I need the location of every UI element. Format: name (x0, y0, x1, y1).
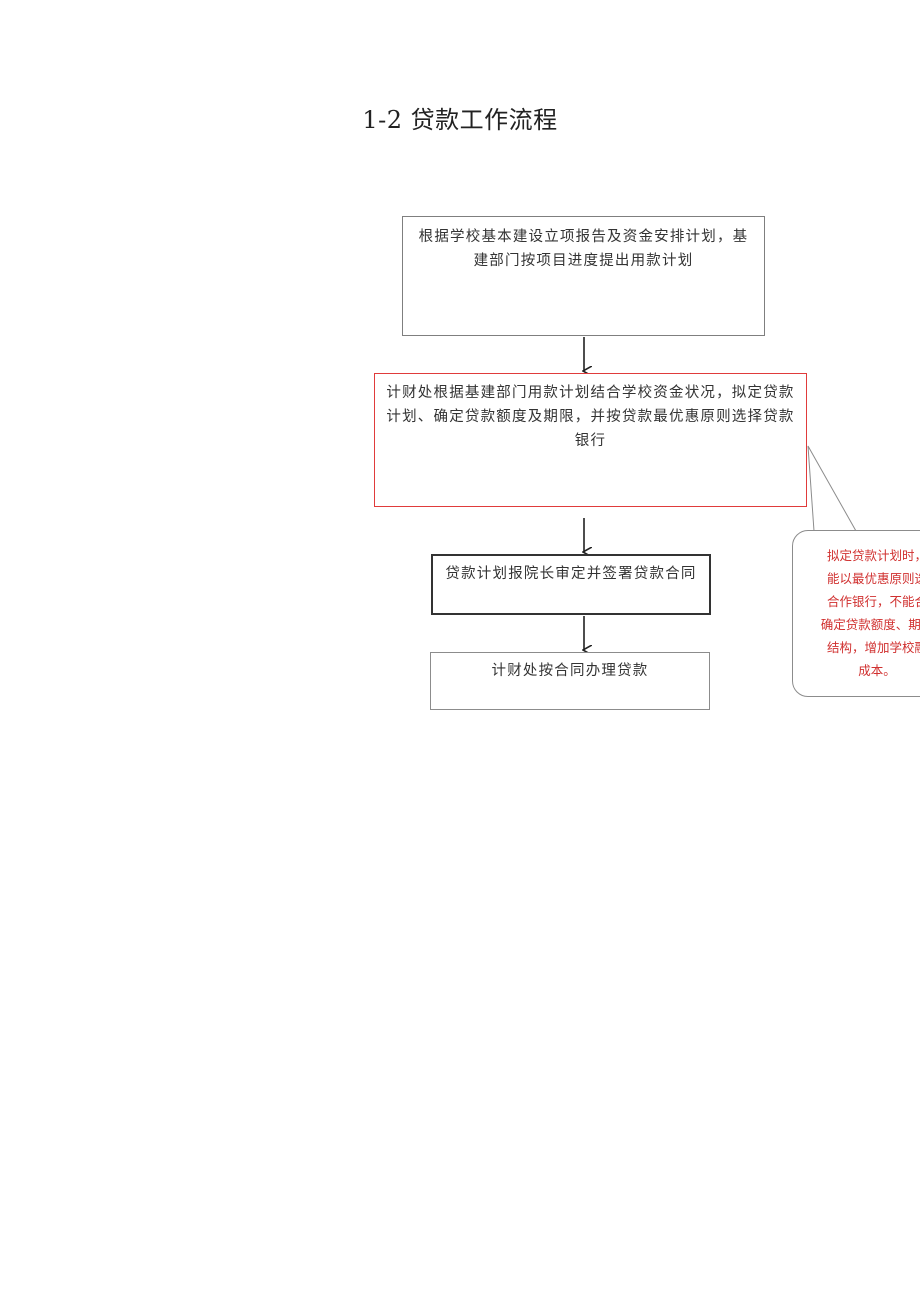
flow-step-1: 根据学校基本建设立项报告及资金安排计划，基建部门按项目进度提出用款计划 (402, 216, 765, 336)
flow-step-1-text: 根据学校基本建设立项报告及资金安排计划，基建部门按项目进度提出用款计划 (418, 229, 749, 269)
callout-line: 能以最优惠原则选 (826, 571, 920, 586)
flow-step-2: 计财处根据基建部门用款计划结合学校资金状况，拟定贷款计划、确定贷款额度及期限，并… (374, 373, 807, 507)
flow-step-3: 贷款计划报院长审定并签署贷款合同 (431, 554, 711, 615)
callout-line: 成本。 (858, 663, 896, 678)
flow-step-4: 计财处按合同办理贷款 (430, 652, 710, 710)
callout-pointer (807, 445, 857, 532)
flow-step-2-text: 计财处根据基建部门用款计划结合学校资金状况，拟定贷款计划、确定贷款额度及期限，并… (386, 385, 795, 449)
page-title: 1-2 贷款工作流程 (362, 106, 558, 134)
callout-line: 确定贷款额度、期限 (820, 617, 920, 632)
flow-step-3-text: 贷款计划报院长审定并签署贷款合同 (445, 566, 697, 582)
callout-line: 拟定贷款计划时， (826, 548, 920, 563)
flow-step-4-text: 计财处按合同办理贷款 (491, 663, 649, 679)
callout-line: 合作银行，不能合 (826, 594, 920, 609)
callout-line: 结构，增加学校融 (826, 640, 920, 655)
risk-callout: 拟定贷款计划时， 能以最优惠原则选 合作银行，不能合 确定贷款额度、期限 结构，… (792, 530, 920, 697)
